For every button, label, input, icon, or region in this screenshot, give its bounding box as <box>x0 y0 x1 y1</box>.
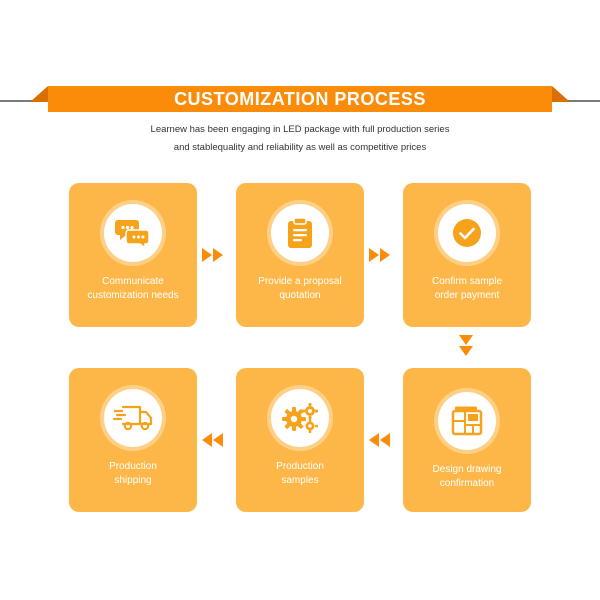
step-icon-circle <box>104 389 162 447</box>
chat-bubbles-icon <box>115 220 150 249</box>
arrow-left-2 <box>202 433 223 447</box>
arrow-head <box>202 433 212 447</box>
step-icon-circle <box>438 392 496 450</box>
arrow-head <box>202 248 212 262</box>
arrow-head <box>369 433 379 447</box>
arrow-left-1 <box>369 433 390 447</box>
title-banner: CUSTOMIZATION PROCESS <box>48 86 552 112</box>
step-card-proposal: Provide a proposal quotation <box>236 183 364 327</box>
step-label: Confirm sample order payment <box>407 275 527 303</box>
step-card-design-drawing: Design drawing confirmation <box>403 368 531 512</box>
arrow-down <box>459 335 473 356</box>
step-label: Production samples <box>240 460 360 488</box>
step-card-communicate: Communicate customization needs <box>69 183 197 327</box>
subtitle-line-2: and stablequality and reliability as wel… <box>173 142 427 153</box>
arrow-head <box>213 433 223 447</box>
step-card-production-samples: Production samples <box>236 368 364 512</box>
step-label-line-1: Confirm sample <box>431 276 503 287</box>
step-label-line-1: Communicate <box>102 276 164 287</box>
gears-icon <box>282 403 318 433</box>
step-label-line-1: Production <box>276 461 324 472</box>
step-icon-circle <box>438 204 496 262</box>
step-card-confirm-payment: Confirm sample order payment <box>403 183 531 327</box>
step-label-line-2: customization needs <box>87 290 179 301</box>
arrow-head <box>380 248 390 262</box>
arrow-right-1 <box>202 248 223 262</box>
step-label: Communicate customization needs <box>73 275 193 303</box>
step-label-line-2: quotation <box>279 290 321 301</box>
delivery-truck-icon <box>113 405 153 431</box>
arrow-head <box>369 248 379 262</box>
step-label: Production shipping <box>73 460 193 488</box>
step-label-line-2: confirmation <box>439 478 495 489</box>
subtitle-line-1: Learnew has been engaging in LED package… <box>150 124 450 135</box>
step-icon-circle <box>271 389 329 447</box>
step-label-line-1: Provide a proposal <box>258 276 342 287</box>
blueprint-icon <box>451 406 483 436</box>
arrow-head <box>380 433 390 447</box>
step-label: Provide a proposal quotation <box>240 275 360 303</box>
step-icon-circle <box>104 204 162 262</box>
checkmark-icon <box>453 219 481 247</box>
step-label-line-2: samples <box>281 475 319 486</box>
arrow-head <box>213 248 223 262</box>
banner-fold-left <box>30 86 48 102</box>
page-title: CUSTOMIZATION PROCESS <box>174 88 426 109</box>
arrow-right-2 <box>369 248 390 262</box>
banner-fold-right <box>552 86 570 102</box>
step-card-production-shipping: Production shipping <box>69 368 197 512</box>
step-label-line-2: order payment <box>434 290 500 301</box>
arrow-head <box>459 346 473 356</box>
step-label-line-1: Design drawing <box>432 464 502 475</box>
step-label-line-2: shipping <box>114 475 152 486</box>
step-label-line-1: Production <box>109 461 157 472</box>
subtitle: Learnew has been engaging in LED package… <box>0 121 600 157</box>
step-label: Design drawing confirmation <box>407 463 527 491</box>
arrow-head <box>459 335 473 345</box>
step-icon-circle <box>271 204 329 262</box>
clipboard-icon <box>288 217 312 248</box>
